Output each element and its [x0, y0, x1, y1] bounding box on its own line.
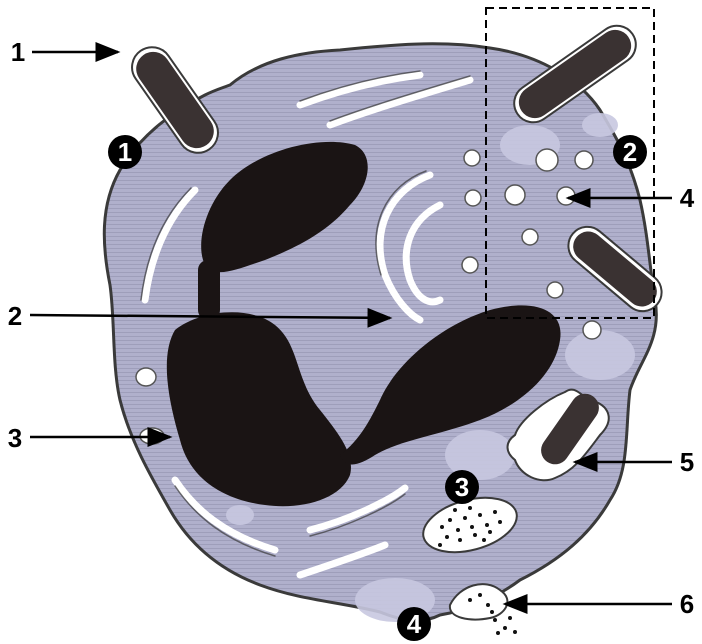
label-1: 1 — [11, 37, 25, 67]
label-4: 4 — [680, 183, 695, 213]
exocytosis-vesicle — [450, 584, 517, 635]
step-marker-4: 4 — [397, 607, 431, 641]
label-6: 6 — [680, 589, 694, 619]
label-5: 5 — [680, 447, 694, 477]
label-2: 2 — [8, 301, 22, 331]
step-number-2: 2 — [623, 137, 637, 167]
label-3: 3 — [8, 423, 22, 453]
step-number-4: 4 — [407, 609, 422, 639]
step-marker-2: 2 — [613, 135, 647, 169]
step-marker-3: 3 — [445, 470, 479, 504]
step-number-1: 1 — [118, 137, 132, 167]
step-number-3: 3 — [455, 472, 469, 502]
step-marker-1: 1 — [108, 135, 142, 169]
